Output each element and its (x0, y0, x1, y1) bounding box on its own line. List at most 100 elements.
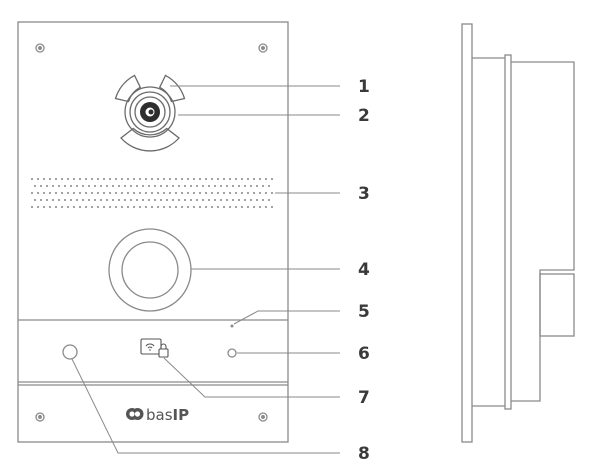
grille-hole (66, 191, 70, 195)
screw-icon (35, 43, 45, 53)
grille-hole (129, 184, 133, 188)
grille-hole (114, 177, 118, 181)
grille-hole (60, 191, 64, 195)
grille-hole (195, 184, 199, 188)
grille-hole (54, 191, 58, 195)
grille-hole (102, 191, 106, 195)
camera-light-ring (114, 74, 186, 152)
grille-hole (159, 198, 163, 202)
grille-hole (246, 191, 250, 195)
grille-hole (207, 198, 211, 202)
grille-hole (42, 177, 46, 181)
grille-hole (60, 177, 64, 181)
grille-hole (198, 205, 202, 209)
grille-hole (237, 184, 241, 188)
grille-hole (30, 177, 34, 181)
grille-hole (234, 177, 238, 181)
grille-hole (213, 198, 217, 202)
grille-hole (54, 177, 58, 181)
grille-hole (177, 184, 181, 188)
grille-hole (126, 205, 130, 209)
grille-hole (159, 184, 163, 188)
grille-hole (78, 191, 82, 195)
grille-hole (210, 205, 214, 209)
grille-hole (249, 198, 253, 202)
grille-hole (45, 184, 49, 188)
grille-hole (150, 191, 154, 195)
grille-hole (117, 184, 121, 188)
grille-hole (99, 198, 103, 202)
grille-hole (90, 177, 94, 181)
callout-number: 8 (358, 444, 370, 464)
callout-number: 3 (358, 184, 370, 204)
grille-hole (138, 177, 142, 181)
grille-hole (78, 205, 82, 209)
grille-hole (156, 191, 160, 195)
grille-hole (93, 184, 97, 188)
grille-hole (156, 177, 160, 181)
grille-hole (48, 205, 52, 209)
grille-hole (216, 191, 220, 195)
grille-hole (270, 205, 274, 209)
side-front-panel (461, 23, 473, 443)
grille-hole (222, 191, 226, 195)
grille-hole (36, 177, 40, 181)
grille-hole (84, 177, 88, 181)
grille-hole (114, 191, 118, 195)
grille-hole (162, 191, 166, 195)
grille-hole (162, 177, 166, 181)
grille-hole (255, 198, 259, 202)
callout-number: 2 (358, 106, 370, 126)
side-view (461, 23, 575, 443)
grille-hole (198, 177, 202, 181)
grille-hole (126, 191, 130, 195)
grille-hole (201, 184, 205, 188)
grille-hole (165, 184, 169, 188)
side-flange (504, 54, 512, 410)
callout-line-7 (163, 357, 340, 398)
grille-hole (153, 184, 157, 188)
grille-hole (189, 184, 193, 188)
grille-hole (114, 205, 118, 209)
grille-hole (33, 184, 37, 188)
callout-numbers: 1 2 3 4 5 6 7 8 (358, 77, 370, 464)
grille-hole (222, 205, 226, 209)
grille-hole (63, 184, 67, 188)
grille-hole (141, 198, 145, 202)
grille-hole (138, 205, 142, 209)
grille-hole (186, 191, 190, 195)
callout-number: 4 (358, 260, 370, 280)
grille-hole (171, 198, 175, 202)
grille-hole (144, 191, 148, 195)
grille-hole (264, 191, 268, 195)
grille-hole (75, 184, 79, 188)
grille-hole (219, 198, 223, 202)
grille-hole (225, 184, 229, 188)
grille-hole (117, 198, 121, 202)
grille-hole (213, 184, 217, 188)
wifi-lock-icon (140, 338, 169, 358)
grille-hole (192, 191, 196, 195)
grille-hole (81, 184, 85, 188)
grille-hole (231, 198, 235, 202)
grille-hole (132, 177, 136, 181)
grille-hole (267, 184, 271, 188)
grille-hole (219, 184, 223, 188)
grille-hole (267, 198, 271, 202)
grille-hole (180, 205, 184, 209)
grille-hole (102, 205, 106, 209)
brand-name-suffix: IP (173, 406, 190, 424)
camera-lens (129, 91, 171, 133)
grille-hole (144, 205, 148, 209)
grille-hole (90, 205, 94, 209)
grille-hole (228, 177, 232, 181)
grille-hole (195, 198, 199, 202)
grille-hole (246, 205, 250, 209)
grille-hole (72, 191, 76, 195)
grille-hole (72, 205, 76, 209)
grille-hole (264, 205, 268, 209)
grille-hole (225, 198, 229, 202)
grille-hole (198, 191, 202, 195)
grille-hole (90, 191, 94, 195)
call-button[interactable] (108, 228, 192, 312)
